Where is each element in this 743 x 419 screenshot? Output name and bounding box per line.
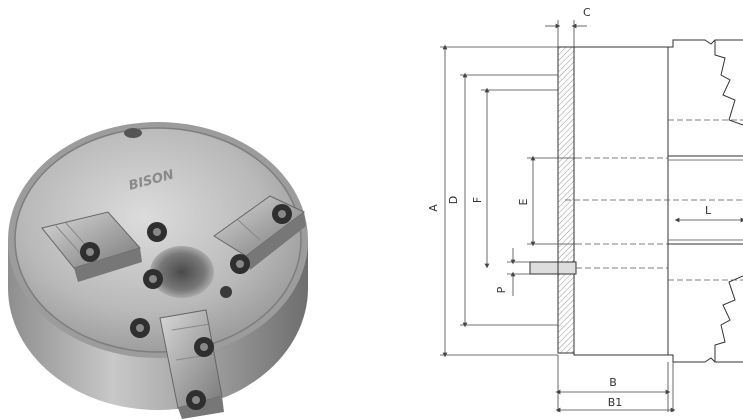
jaw-bottom xyxy=(159,309,224,419)
chuck-photo: BISON xyxy=(8,122,308,419)
jaw-upper-left xyxy=(41,211,142,282)
mounting-hole xyxy=(124,128,142,138)
hidden-lines xyxy=(565,119,743,281)
label-B: B xyxy=(609,376,617,389)
label-L: L xyxy=(705,204,712,217)
label-B1: B1 xyxy=(608,396,623,409)
face-bolts xyxy=(130,222,232,338)
label-E: E xyxy=(517,198,530,205)
dimension-lines xyxy=(440,20,743,413)
label-P: P xyxy=(495,286,508,293)
dimension-labels: A D F E P C L B B1 xyxy=(427,6,712,409)
label-D: D xyxy=(447,196,460,204)
label-F: F xyxy=(471,197,484,203)
jaw-upper-right xyxy=(213,195,306,274)
center-bore xyxy=(150,246,214,298)
chuck-technical-drawing: A D F E P C L B B1 xyxy=(427,6,743,413)
label-C: C xyxy=(583,6,591,19)
drawing-outline xyxy=(529,39,743,363)
label-A: A xyxy=(427,204,440,212)
